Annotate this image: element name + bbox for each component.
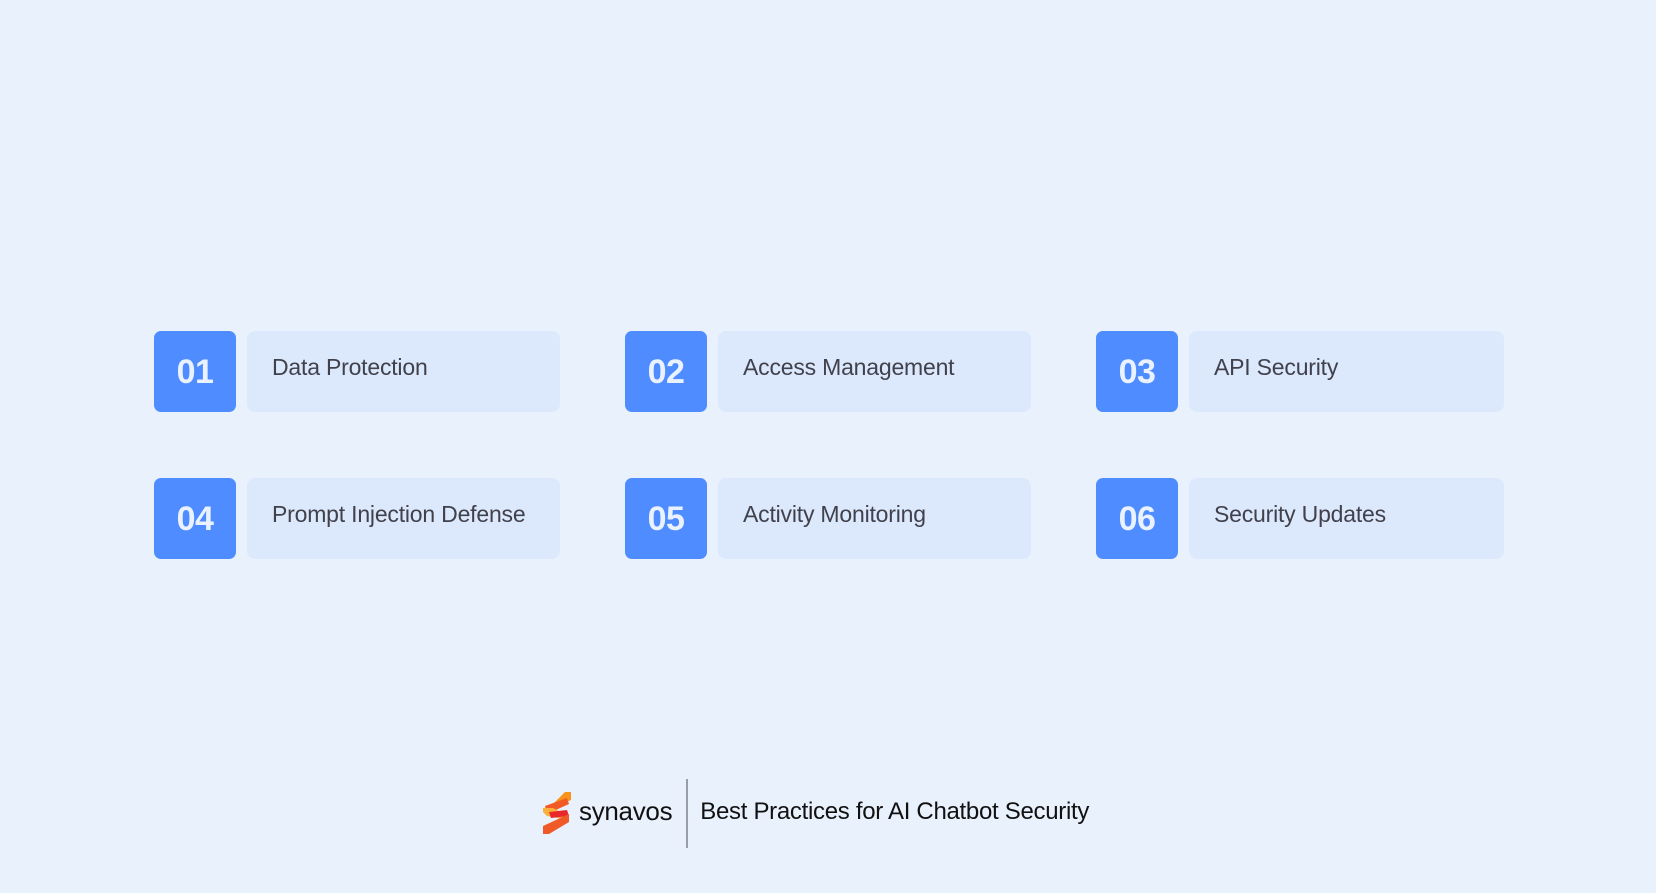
practice-label: API Security [1189,331,1504,412]
practice-label: Prompt Injection Defense [247,478,560,559]
footer-divider [686,778,689,848]
number-badge: 05 [625,478,707,559]
brand-name: synavos [579,796,673,826]
number-badge: 01 [154,331,236,412]
practice-label: Data Protection [247,331,560,412]
synavos-logo-icon [543,792,571,834]
practice-label: Security Updates [1189,478,1504,559]
practices-grid: 01 Data Protection 02 Access Management … [154,331,1504,559]
practice-item-data-protection: 01 Data Protection [154,331,560,412]
number-badge: 06 [1096,478,1178,559]
practice-item-activity-monitoring: 05 Activity Monitoring [625,478,1031,559]
practice-item-access-management: 02 Access Management [625,331,1031,412]
number-badge: 03 [1096,331,1178,412]
footer-branding: synavos Best Practices for AI Chatbot Se… [543,778,1089,848]
number-badge: 04 [154,478,236,559]
practice-item-api-security: 03 API Security [1096,331,1504,412]
number-badge: 02 [625,331,707,412]
practice-item-prompt-injection-defense: 04 Prompt Injection Defense [154,478,560,559]
page-title: Best Practices for AI Chatbot Security [700,798,1090,825]
practice-label: Activity Monitoring [718,478,1031,559]
practice-item-security-updates: 06 Security Updates [1096,478,1504,559]
practice-label: Access Management [718,331,1031,412]
